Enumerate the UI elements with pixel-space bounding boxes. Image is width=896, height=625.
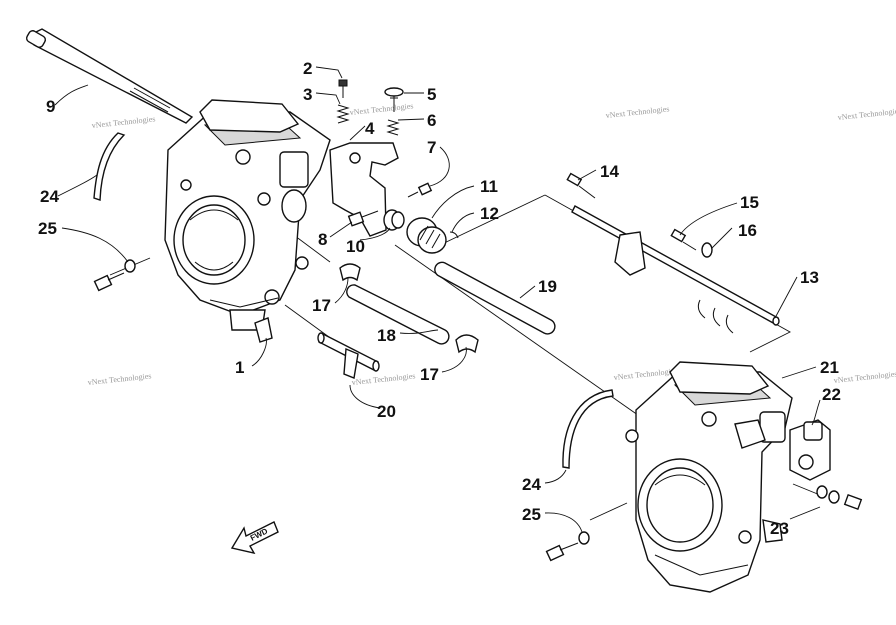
callout-14: 14 — [600, 162, 619, 181]
callout-8: 8 — [318, 230, 327, 249]
hose-18 — [346, 284, 450, 345]
screw-7 — [407, 182, 433, 198]
watermark-7: vNext Technologies — [613, 366, 678, 382]
callout-20: 20 — [377, 402, 396, 421]
screw-14 — [566, 172, 596, 199]
callout-19: 19 — [538, 277, 557, 296]
leader-lines — [54, 66, 821, 533]
callout-1: 1 — [235, 358, 244, 377]
callout-11: 11 — [480, 177, 498, 196]
screw-8 — [347, 210, 379, 227]
watermark-4: vNext Technologies — [837, 106, 896, 122]
watermark-1: vNext Technologies — [91, 114, 156, 130]
clamp-17-right — [455, 334, 479, 354]
bracket-hole — [349, 152, 361, 164]
throttle-bracket-4 — [329, 142, 399, 237]
callout-25-left: 25 — [38, 219, 57, 238]
screw-15 — [670, 228, 697, 251]
watermark-2: vNext Technologies — [349, 101, 414, 117]
screw-washer-set-23 — [816, 485, 863, 510]
carburetor-left-1 — [164, 99, 331, 343]
callout-13: 13 — [800, 268, 819, 287]
watermark-5: vNext Technologies — [87, 371, 152, 387]
callout-24-right: 24 — [522, 475, 541, 494]
tee-fitting-20 — [317, 332, 380, 379]
callout-17-right: 17 — [420, 365, 439, 384]
clamp-17-left — [339, 263, 361, 282]
throttle-shaft-13 — [571, 205, 780, 334]
callout-24-left: 24 — [40, 187, 59, 206]
callout-15: 15 — [740, 193, 759, 212]
bushing-10 — [383, 209, 405, 231]
callout-7: 7 — [427, 138, 436, 157]
spring-3 — [336, 104, 350, 124]
callout-10: 10 — [346, 237, 365, 256]
screw-5 — [384, 87, 404, 112]
watermark-6: vNext Technologies — [351, 371, 416, 387]
screw-25-left — [93, 259, 136, 292]
vent-tube-24-right — [562, 389, 614, 469]
watermark-3: vNext Technologies — [605, 104, 670, 120]
throttle-sensor-22 — [789, 419, 831, 481]
callout-6: 6 — [427, 111, 436, 130]
spring-6 — [386, 119, 400, 136]
callout-18: 18 — [377, 326, 396, 345]
vent-tube-24-left — [93, 132, 126, 201]
callout-23: 23 — [770, 519, 789, 538]
spring-11 — [406, 217, 447, 254]
carburetor-right-21 — [625, 361, 793, 593]
callout-3: 3 — [303, 85, 312, 104]
callout-21: 21 — [820, 358, 839, 377]
callout-16: 16 — [738, 221, 757, 240]
through-bolt-9 — [25, 28, 194, 124]
callout-12: 12 — [480, 204, 499, 223]
forward-direction-arrow: FWD — [230, 521, 279, 555]
callout-2: 2 — [303, 59, 312, 78]
screw-25-right — [545, 531, 590, 562]
callout-22: 22 — [822, 385, 841, 404]
spring-end-12 — [449, 231, 459, 239]
washer-16 — [701, 242, 713, 258]
callout-17-left: 17 — [312, 296, 331, 315]
screw-2 — [338, 79, 348, 98]
callout-5: 5 — [427, 85, 436, 104]
callout-9: 9 — [46, 97, 55, 116]
watermark-8: vNext Technologies — [833, 369, 896, 385]
callout-4: 4 — [365, 119, 375, 138]
callout-25-right: 25 — [522, 505, 541, 524]
hose-19 — [434, 261, 556, 335]
callout-labels: 2 3 4 5 6 7 8 9 10 11 12 13 14 15 16 17 … — [38, 59, 841, 538]
